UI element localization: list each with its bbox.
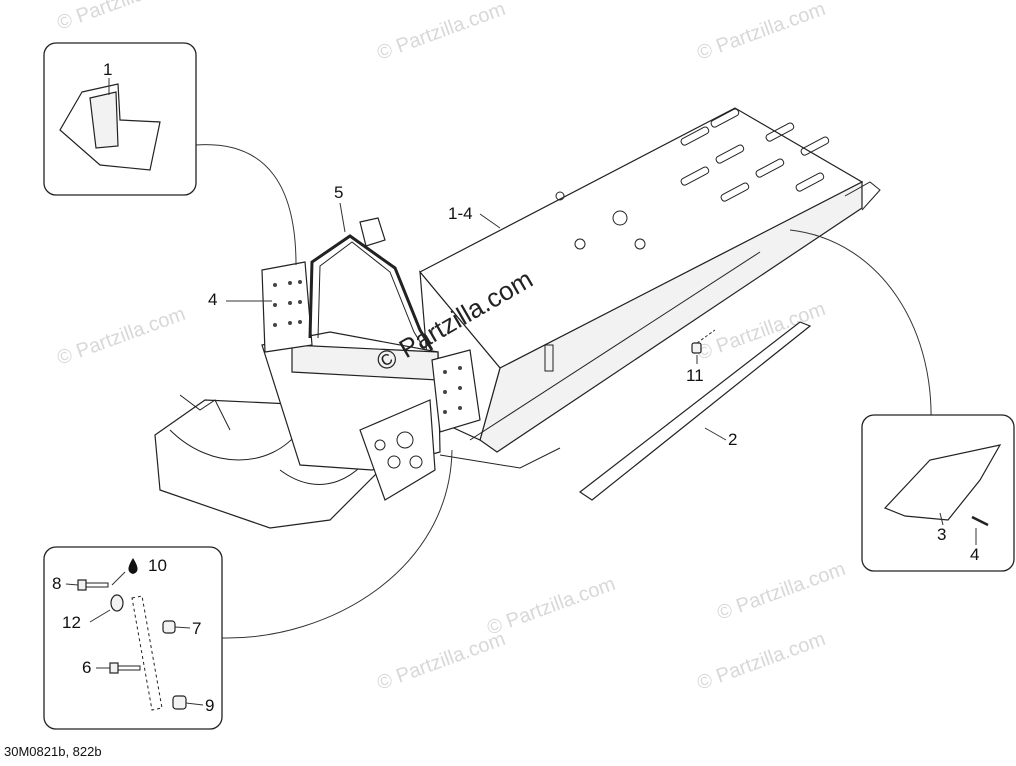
watermark: © Partzilla.com: [54, 303, 188, 370]
inset-right: 3 4: [861, 414, 1015, 572]
steering-support: [308, 217, 434, 351]
watermark: © Partzilla.com: [484, 573, 618, 640]
leader-inset-bottom: [221, 449, 453, 639]
callout-inset-top: 1: [103, 60, 112, 79]
leader-inset-top: [195, 144, 297, 266]
rail-strip: [578, 321, 812, 501]
callout-main-frame: 1-4: [448, 204, 473, 223]
callout-loctite: 10: [148, 556, 167, 575]
watermark: © Partzilla.com: [374, 0, 508, 65]
callout-bolt-8: 8: [52, 574, 61, 593]
tunnel-lower-edge: [439, 447, 561, 469]
rail-section: [131, 595, 163, 711]
steering-mount-tab: [359, 217, 386, 247]
callout-inset-right-panel: 3: [937, 525, 946, 544]
washer-12: [110, 594, 124, 612]
callout-side-plate: 4: [208, 290, 217, 309]
loctite-drop-icon: [128, 558, 138, 574]
bolt-6-shank: [117, 665, 141, 671]
cradle-hook: [179, 394, 231, 431]
callout-nut-7: 7: [192, 619, 201, 638]
leader-inset-right: [789, 229, 932, 441]
rear-bumper: [844, 181, 881, 211]
callout-inset-right-screw: 4: [970, 545, 979, 564]
bolt-6-head: [109, 662, 119, 674]
screw-part: [971, 515, 989, 527]
side-bracket: [544, 344, 554, 372]
nut-7: [162, 620, 176, 634]
inset-bottom-box: [43, 546, 223, 730]
nut-11: [691, 329, 716, 354]
callout-steering-support: 5: [334, 183, 343, 202]
callout-bolt-6: 6: [82, 658, 91, 677]
panel-part: [883, 444, 1002, 521]
callout-washer-12: 12: [62, 613, 81, 632]
side-plate: [261, 261, 313, 353]
bulkhead-right-plate: [359, 399, 436, 501]
deck-slots: [555, 108, 830, 250]
front-chassis: [154, 261, 481, 529]
side-stiffener: [469, 251, 761, 441]
side-plate-holes: [273, 280, 302, 327]
reference-code: 30M0821b, 822b: [4, 744, 102, 759]
bolt-8-shank: [85, 582, 109, 588]
inset-top: 1: [43, 42, 197, 196]
inset-bottom: 10 8 12 7 6 9: [43, 546, 223, 730]
callout-nut-11: 11: [686, 366, 704, 385]
watermark: © Partzilla.com: [54, 0, 188, 35]
nut-9: [172, 695, 187, 710]
watermark: © Partzilla.com: [694, 628, 828, 695]
bolt-8-head: [77, 579, 87, 591]
watermark: © Partzilla.com: [374, 628, 508, 695]
callout-nut-9: 9: [205, 696, 214, 715]
watermark: © Partzilla.com: [714, 558, 848, 625]
watermark: © Partzilla.com: [694, 0, 828, 65]
callout-rail-strip: 2: [728, 430, 737, 449]
